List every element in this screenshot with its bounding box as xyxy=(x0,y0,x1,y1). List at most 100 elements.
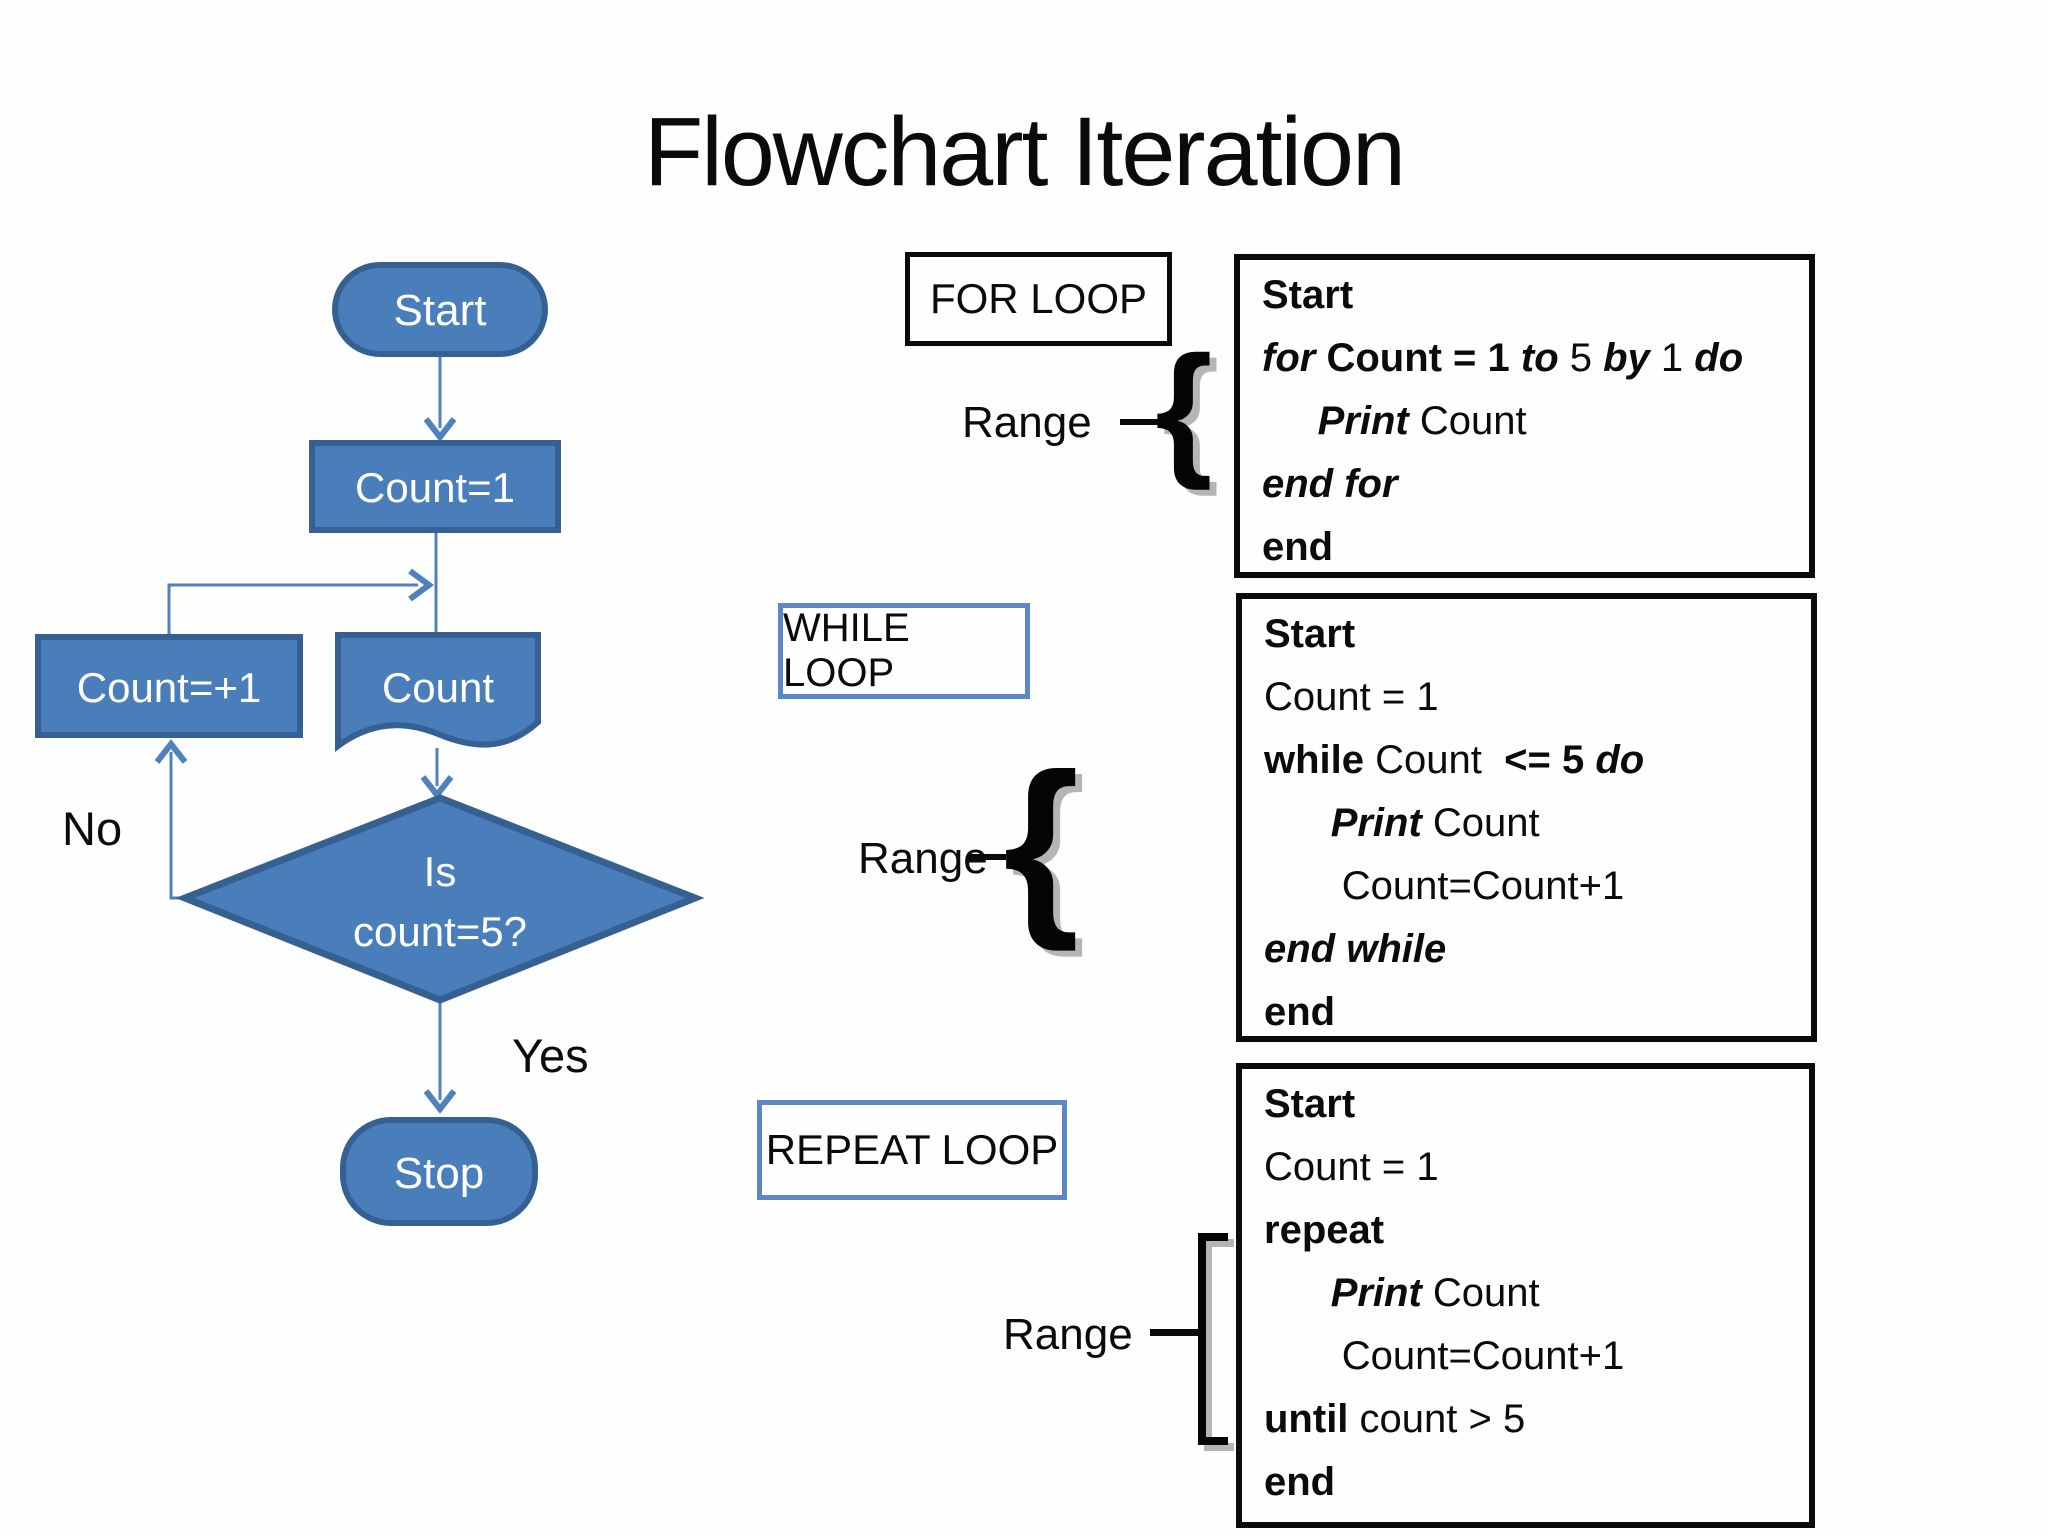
code-line: end for xyxy=(1262,453,1799,516)
code-segment: 1 xyxy=(1660,336,1695,380)
code-segment xyxy=(1264,801,1331,845)
for-loop-label: FOR LOOP xyxy=(929,275,1148,322)
code-segment: <= 5 xyxy=(1504,738,1596,782)
code-line: while Count <= 5 do xyxy=(1264,729,1801,792)
code-segment: for xyxy=(1262,336,1327,380)
code-segment: by xyxy=(1603,336,1661,380)
for-range-label: Range xyxy=(962,398,1092,447)
code-segment: until xyxy=(1264,1397,1360,1441)
code-line: until count > 5 xyxy=(1264,1388,1799,1451)
code-segment: 5 xyxy=(1569,336,1604,380)
code-line: end xyxy=(1264,1451,1799,1514)
code-segment: Count = 1 xyxy=(1264,675,1439,719)
code-segment: end while xyxy=(1264,927,1447,971)
code-line: Count = 1 xyxy=(1264,666,1801,729)
code-segment: Count xyxy=(1419,399,1527,443)
for-range-brace-icon: { xyxy=(1155,326,1213,491)
code-segment: Start xyxy=(1262,273,1354,317)
decision-label-line1: Is xyxy=(424,848,457,895)
code-line: Count=Count+1 xyxy=(1264,1325,1799,1388)
code-line: Start xyxy=(1262,264,1799,327)
code-line: Print Count xyxy=(1264,792,1801,855)
code-segment: end xyxy=(1264,1460,1336,1504)
code-line: Start xyxy=(1264,1073,1799,1136)
code-segment: Count xyxy=(1432,801,1540,845)
code-segment: end xyxy=(1264,990,1336,1034)
for-loop-code-box: Start for Count = 1 to 5 by 1 do Print Co… xyxy=(1234,254,1815,578)
code-segment: do xyxy=(1694,336,1744,380)
stop-node: Stop xyxy=(340,1117,538,1226)
connector-increment-to-junction xyxy=(167,568,435,636)
repeat-loop-label-box: REPEAT LOOP xyxy=(757,1100,1067,1200)
arrow-down-icon xyxy=(423,1089,457,1114)
decision-diamond: Is count=5? xyxy=(175,794,705,1004)
decision-label-line2: count=5? xyxy=(353,908,527,955)
arrow-down-icon xyxy=(420,775,454,800)
code-line: Print Count xyxy=(1262,390,1799,453)
init-label: Count=1 xyxy=(355,464,515,511)
code-line: end xyxy=(1262,516,1799,579)
page-title: Flowchart Iteration xyxy=(644,97,1406,206)
code-line: Print Count xyxy=(1264,1262,1799,1325)
code-segment: while xyxy=(1264,738,1376,782)
repeat-range-leader xyxy=(1150,1329,1198,1336)
repeat-range-label: Range xyxy=(1003,1310,1133,1359)
code-line: Start xyxy=(1264,603,1801,666)
code-segment: end for xyxy=(1262,462,1398,506)
repeat-loop-label: REPEAT LOOP xyxy=(765,1126,1059,1173)
code-segment: Print xyxy=(1330,801,1433,845)
repeat-range-bracket-icon xyxy=(1198,1233,1228,1445)
code-segment: Count xyxy=(1375,738,1505,782)
code-segment: Print xyxy=(1330,1271,1433,1315)
connector-start-to-init xyxy=(423,354,457,442)
code-segment: repeat xyxy=(1264,1208,1385,1252)
code-segment: do xyxy=(1595,738,1645,782)
code-segment: Start xyxy=(1264,1082,1356,1126)
code-segment: Count xyxy=(1432,1271,1540,1315)
while-loop-label-box: WHILE LOOP xyxy=(778,603,1030,699)
init-node: Count=1 xyxy=(309,440,561,533)
increment-node: Count=+1 xyxy=(35,634,303,738)
code-segment: Print xyxy=(1317,399,1420,443)
while-range-label: Range xyxy=(858,834,988,883)
for-range-leader xyxy=(1120,419,1158,425)
arrow-down-icon xyxy=(423,417,457,442)
no-branch-label: No xyxy=(62,802,122,855)
code-segment: Count=Count+1 xyxy=(1264,864,1625,908)
connector-no-path xyxy=(154,739,188,900)
code-segment: Count=Count+1 xyxy=(1264,1334,1625,1378)
while-range-leader xyxy=(968,854,1006,860)
code-line: Count=Count+1 xyxy=(1264,855,1801,918)
stop-label: Stop xyxy=(394,1149,485,1198)
code-segment: Count = 1 xyxy=(1264,1145,1439,1189)
yes-branch-label: Yes xyxy=(512,1029,589,1082)
code-segment xyxy=(1262,399,1318,443)
code-segment: Count = 1 xyxy=(1326,336,1521,380)
code-line: repeat xyxy=(1264,1199,1799,1262)
for-loop-label-box: FOR LOOP xyxy=(905,252,1172,346)
code-line: end xyxy=(1264,981,1801,1044)
connector-yes-path xyxy=(423,1002,457,1114)
start-node: Start xyxy=(332,262,548,357)
flowchart-canvas: Start Count=1 Count=+1 Count Is count=5?… xyxy=(35,262,705,1226)
output-doc-node: Count xyxy=(335,632,541,752)
code-line: end while xyxy=(1264,918,1801,981)
arrow-up-icon xyxy=(154,739,188,764)
code-line: Count = 1 xyxy=(1264,1136,1799,1199)
while-loop-label: WHILE LOOP xyxy=(783,606,910,695)
code-segment xyxy=(1264,1271,1331,1315)
repeat-range-bracket-shadow xyxy=(1204,1239,1234,1451)
while-range-brace-icon: { xyxy=(1003,733,1080,952)
code-line: for Count = 1 to 5 by 1 do xyxy=(1262,327,1799,390)
arrow-right-icon xyxy=(408,568,435,602)
start-label: Start xyxy=(394,286,487,335)
code-segment: to xyxy=(1520,336,1570,380)
code-segment: end xyxy=(1262,525,1334,569)
connector-output-to-decision xyxy=(420,748,454,800)
output-label: Count xyxy=(382,664,494,711)
code-segment: Start xyxy=(1264,612,1356,656)
increment-label: Count=+1 xyxy=(77,664,262,711)
